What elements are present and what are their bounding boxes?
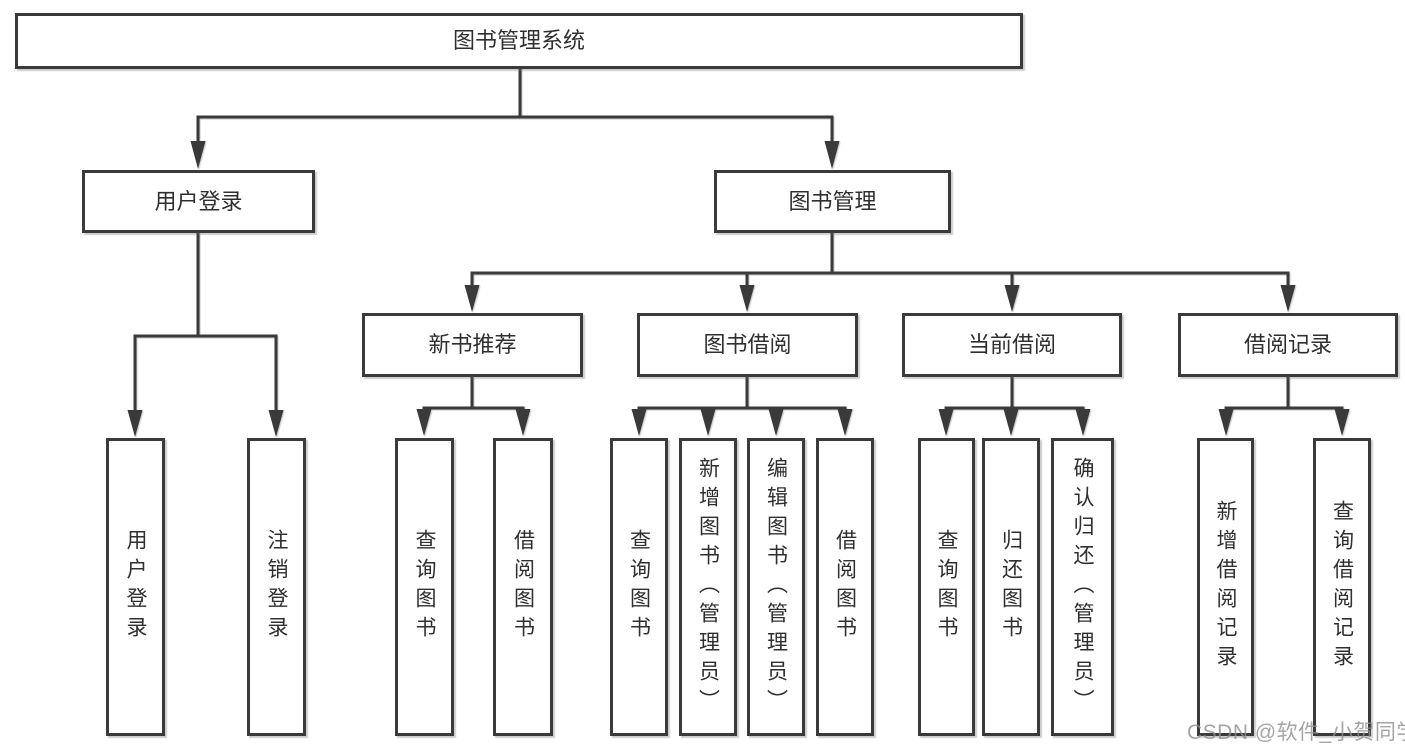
leaf-label: 查询图书 [935, 529, 958, 645]
leaf-label: 确认归还（管理员） [1071, 456, 1094, 718]
leaf-br-query-borrow-record: 查询借阅记录 [1313, 438, 1371, 736]
leaf-label: 编辑图书（管理员） [764, 456, 788, 718]
node-label: 用户登录 [154, 188, 243, 214]
leaf-logout: 注销登录 [247, 438, 306, 736]
leaf-bb-borrow-books: 借阅图书 [816, 438, 874, 736]
node-label: 当前借阅 [967, 332, 1056, 357]
arrowheads [127, 141, 1350, 437]
node-label: 图书管理系统 [452, 28, 585, 53]
node-label: 图书管理 [788, 188, 877, 214]
leaf-user-login: 用户登录 [106, 438, 165, 736]
leaf-label: 借阅图书 [511, 529, 535, 645]
node-current-borrowing: 当前借阅 [902, 313, 1122, 377]
node-user-login: 用户登录 [82, 170, 315, 233]
leaf-cb-confirm-return-admin: 确认归还（管理员） [1051, 438, 1114, 736]
node-library-system: 图书管理系统 [15, 13, 1023, 69]
node-label: 图书借阅 [703, 332, 792, 357]
leaf-label: 查询借阅记录 [1330, 500, 1354, 674]
node-new-book-recommend: 新书推荐 [362, 313, 583, 377]
leaf-label: 查询图书 [413, 529, 436, 645]
leaf-bb-edit-book-admin: 编辑图书（管理员） [747, 438, 805, 736]
leaf-cb-query-books: 查询图书 [918, 438, 975, 736]
leaf-cb-return-book: 归还图书 [982, 438, 1040, 736]
node-label: 借阅记录 [1243, 332, 1332, 357]
leaf-label: 归还图书 [999, 529, 1023, 645]
leaf-bb-add-book-admin: 新增图书（管理员） [679, 438, 737, 736]
csdn-watermark: CSDN @软件_小贺同学 [1187, 721, 1405, 744]
leaf-label: 查询图书 [627, 529, 651, 645]
node-borrowing-records: 借阅记录 [1178, 313, 1398, 377]
leaf-bb-query-books: 查询图书 [610, 438, 668, 736]
leaf-label: 新增图书（管理员） [696, 456, 720, 718]
leaf-label: 新增借阅记录 [1214, 500, 1237, 674]
leaf-nb-query-books: 查询图书 [395, 438, 454, 736]
leaf-label: 借阅图书 [833, 529, 857, 645]
leaf-label: 用户登录 [124, 529, 147, 645]
leaf-br-add-borrow-record: 新增借阅记录 [1197, 438, 1254, 736]
node-book-management: 图书管理 [714, 170, 951, 233]
node-label: 新书推荐 [428, 332, 517, 357]
leaf-nb-borrow-books: 借阅图书 [493, 438, 553, 736]
node-book-borrowing: 图书借阅 [637, 313, 858, 377]
leaf-label: 注销登录 [265, 529, 288, 645]
